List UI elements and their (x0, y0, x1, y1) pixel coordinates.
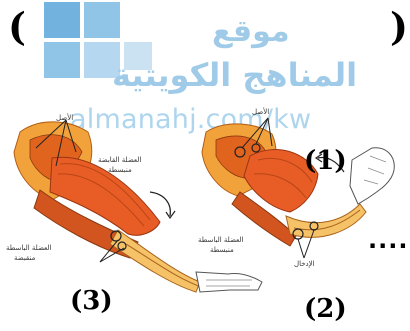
label-insertion-right: الإدخال (294, 260, 315, 268)
label-extensor-left-state: منقبضة (14, 254, 35, 262)
watermark-site-name: المناهج الكويتية (112, 56, 357, 94)
number-label-2: (2) (304, 296, 347, 322)
open-bracket: ( (8, 8, 26, 46)
watermark-site-word: موقع (212, 14, 290, 49)
number-label-1: (1) (304, 148, 347, 174)
label-origin-right: الأصل (252, 108, 269, 116)
label-flexor-left-state: منبسطة (108, 166, 132, 174)
arm-muscles-illustration (0, 112, 410, 331)
label-extensor-left: العضلة الباسطة (6, 244, 52, 252)
label-extensor-right-state: منبسطة (210, 246, 234, 254)
label-extensor-right: العضلة الباسطة (198, 236, 244, 244)
label-origin-left: الأصل (56, 114, 73, 122)
answer-blank-dots: .... (368, 226, 408, 254)
label-flexor-left: العضلة القابضة (98, 156, 141, 164)
number-label-3: (3) (70, 288, 113, 314)
close-bracket: ) (390, 8, 408, 46)
